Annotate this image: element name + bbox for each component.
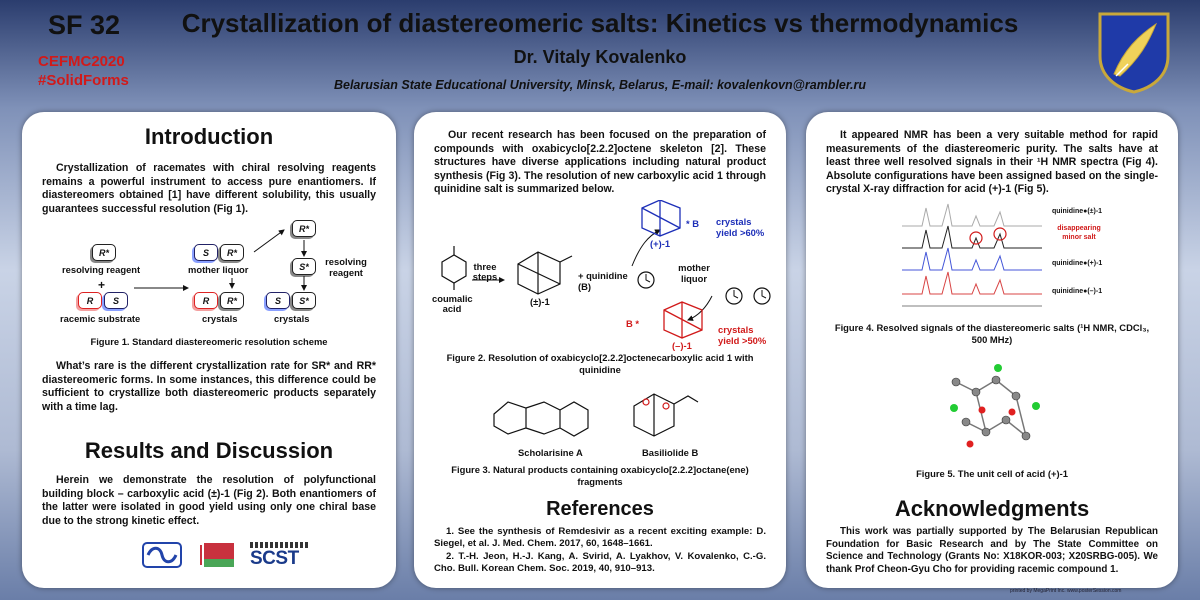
conference-tag: CEFMC2020 #SolidForms xyxy=(38,52,129,90)
nmr-label-minus: quinidine●(–)-1 xyxy=(1052,288,1103,295)
box-r-crystal: R xyxy=(194,292,218,309)
nmr-note: disappearing minor salt xyxy=(1057,225,1101,241)
label-scholarisine: Scholarisine A xyxy=(518,447,583,458)
label-coumalic-acid: coumalic acid xyxy=(432,293,473,314)
results-paragraph: Herein we demonstrate the resolution of … xyxy=(42,474,376,527)
nmr-paragraph: It appeared NMR has been a very suitable… xyxy=(826,129,1158,196)
box-s-mother: S xyxy=(194,244,218,261)
box-s: S xyxy=(104,292,128,309)
box-r-star-top: R* xyxy=(292,220,316,237)
label-minus-enantiomer: (–)-1 xyxy=(672,340,692,351)
scheme-arrows xyxy=(134,229,307,291)
panel-introduction: Introduction Crystallization of racemate… xyxy=(22,112,396,588)
label-basiliolide: Basiliolide B xyxy=(642,447,699,458)
label-resolving-reagent-right: resolving reagent xyxy=(325,256,367,278)
label-three-steps: three steps xyxy=(472,261,498,282)
box-s-star-crystal: S* xyxy=(292,292,316,309)
reference-2: 2. T.-H. Jeon, H.-J. Kang, A. Svirid, A.… xyxy=(434,550,766,575)
poster-title: Crystallization of diastereomeric salts:… xyxy=(181,8,1019,38)
figure-3-structures xyxy=(493,393,699,437)
poster-author: Dr. Vitaly Kovalenko xyxy=(513,47,687,67)
panel-nmr: It appeared NMR has been a very suitable… xyxy=(806,112,1178,588)
box-r-star: R* xyxy=(92,244,116,261)
rate-paragraph: What’s rare is the different crystalliza… xyxy=(42,360,376,413)
university-emblem xyxy=(1098,12,1170,94)
figure-4-caption: Figure 4. Resolved signals of the diaste… xyxy=(834,322,1150,345)
intro-paragraph: Crystallization of racemates with chiral… xyxy=(42,162,376,215)
figure-2-scheme xyxy=(441,200,771,339)
label-crystals-bottom: crystals yield >50% xyxy=(718,324,767,346)
label-resolving-reagent: resolving reagent xyxy=(62,264,141,275)
label-mother-liquor: mother liquor xyxy=(188,264,249,275)
figure-3-caption: Figure 3. Natural products containing ox… xyxy=(451,464,749,487)
research-paragraph: Our recent research has been focused on … xyxy=(434,129,766,196)
nmr-label-racemic: quinidine●(±)-1 xyxy=(1052,208,1103,215)
session-code: SF 32 xyxy=(48,10,121,40)
box-r: R xyxy=(78,292,102,309)
foundation-logo xyxy=(142,542,182,568)
plus-sign: + xyxy=(98,278,106,292)
conference-hashtag: #SolidForms xyxy=(38,72,129,89)
label-racemate: (±)-1 xyxy=(530,296,550,307)
label-crystals-b: crystals xyxy=(274,313,310,324)
acknowledgments-heading: Acknowledgments xyxy=(894,496,1090,521)
printer-credit: printed by MegaPrint Inc. www.posterSess… xyxy=(1010,588,1122,594)
author-affiliation: Belarusian State Educational University,… xyxy=(333,78,867,92)
belarus-flag-icon xyxy=(198,543,234,567)
label-plus-enantiomer: (+)-1 xyxy=(650,238,671,249)
label-crystals-top: crystals yield >60% xyxy=(716,216,765,238)
references-list: 1. See the synthesis of Remdesivir as a … xyxy=(434,526,766,576)
box-r-star-crystal: R* xyxy=(220,292,244,309)
scst-logo-text: SCST xyxy=(250,548,299,569)
figure-2-caption: Figure 2. Resolution of oxabicyclo[2.2.2… xyxy=(446,352,754,375)
label-crystals-a: crystals xyxy=(202,313,238,324)
intro-heading: Introduction xyxy=(144,124,274,149)
label-mother-liquor-2: mother liquor xyxy=(678,262,710,284)
conference-name: CEFMC2020 xyxy=(38,53,125,70)
label-racemic-substrate: racemic substrate xyxy=(60,313,141,324)
panel-research: Our recent research has been focused on … xyxy=(414,112,786,588)
box-r-star-mother: R* xyxy=(220,244,244,261)
scst-logo: SCST xyxy=(250,542,310,569)
nmr-spectra xyxy=(902,198,1102,314)
label-quinidine: + quinidine (B) xyxy=(578,270,628,292)
reference-1: 1. See the synthesis of Remdesivir as a … xyxy=(434,526,766,550)
label-b-bottom: B * xyxy=(626,318,640,329)
acknowledgments-paragraph: This work was partially supported by The… xyxy=(826,526,1158,575)
box-s-crystal: S xyxy=(266,292,290,309)
poster-header: SF 32 CEFMC2020 #SolidForms Crystallizat… xyxy=(0,0,1200,108)
references-heading: References xyxy=(546,498,654,520)
box-s-star: S* xyxy=(292,258,316,275)
figure-5-caption: Figure 5. The unit cell of acid (+)-1 xyxy=(916,468,1068,479)
label-b-top: * B xyxy=(686,218,700,229)
results-heading: Results and Discussion xyxy=(84,438,334,463)
nmr-label-plus: quinidine●(+)-1 xyxy=(1052,260,1103,267)
crystal-unit-cell xyxy=(950,364,1040,448)
figure-1-caption: Figure 1. Standard diastereomeric resolu… xyxy=(90,336,328,347)
